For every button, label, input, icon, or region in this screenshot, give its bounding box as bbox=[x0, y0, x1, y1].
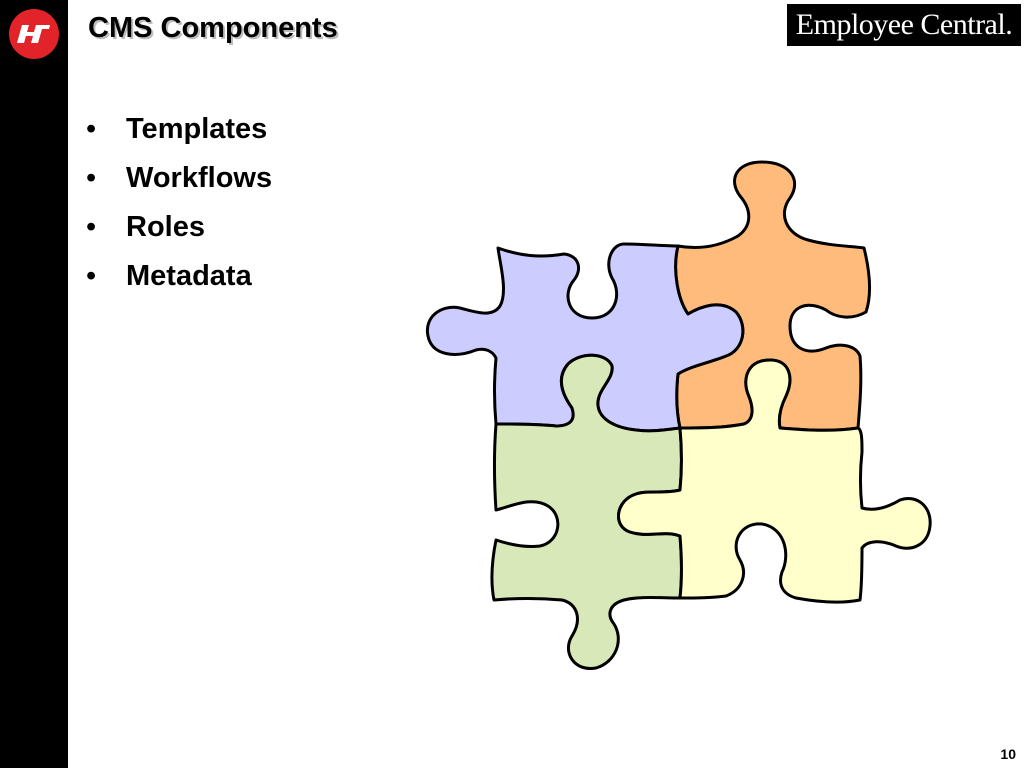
brand-logo: Employee Central. bbox=[787, 4, 1021, 46]
puzzle-pieces-icon bbox=[425, 160, 932, 670]
bullet-marker: • bbox=[86, 113, 97, 145]
bullet-marker: • bbox=[86, 211, 97, 243]
puzzle-piece-yellow bbox=[617, 358, 932, 604]
bullet-text: Workflows bbox=[126, 162, 273, 194]
bullet-text: Metadata bbox=[126, 260, 252, 292]
left-sidebar-bar bbox=[0, 0, 68, 768]
slide-title: CMS Components bbox=[88, 12, 338, 44]
bullet-item: • Workflows bbox=[86, 156, 272, 205]
bullet-text: Templates bbox=[126, 113, 268, 145]
page-number: 10 bbox=[1000, 746, 1016, 762]
bullet-list: • Templates • Workflows • Roles • Metadata bbox=[86, 107, 272, 303]
bullet-item: • Metadata bbox=[86, 254, 272, 303]
bullet-text: Roles bbox=[126, 211, 205, 243]
ht-logo-icon bbox=[9, 9, 59, 59]
bullet-item: • Roles bbox=[86, 205, 272, 254]
bullet-marker: • bbox=[86, 260, 97, 292]
bullet-item: • Templates bbox=[86, 107, 272, 156]
bullet-marker: • bbox=[86, 162, 97, 194]
